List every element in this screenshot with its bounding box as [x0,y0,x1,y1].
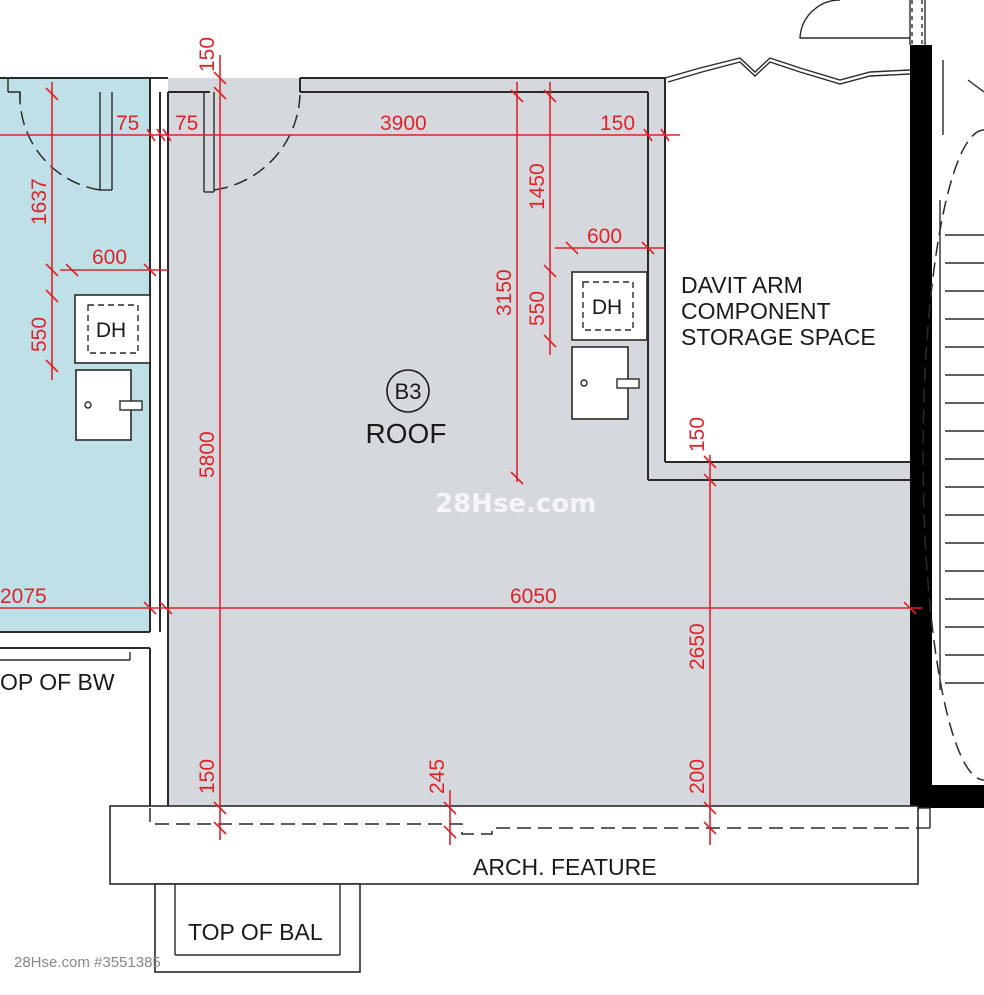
dim-1450: 1450 [526,163,549,210]
dim-3150: 3150 [493,269,516,316]
top-of-bw-label: OP OF BW [0,669,115,695]
arch-feature-label: ARCH. FEATURE [473,854,657,880]
room-labels: B3 ROOF DAVIT ARM COMPONENT STORAGE SPAC… [0,272,876,945]
dimension-lines [0,55,922,845]
top-of-bal-label: TOP OF BAL [188,919,323,945]
dim-150-right: 150 [600,112,635,135]
dim-150-bottom: 150 [196,759,219,794]
balcony-outline [154,883,361,973]
dim-600-left: 600 [92,246,127,269]
dim-150-top: 150 [196,37,219,72]
storage-line-1: DAVIT ARM [681,272,803,298]
dimension-labels: 150 75 75 3900 150 1637 600 550 1450 600… [0,37,709,794]
dim-550-right: 550 [526,291,549,326]
dh-left-label: DH [96,319,126,342]
dim-75-left: 75 [116,112,139,135]
meter-box-right [571,346,640,420]
watermark: 28Hse.com [435,489,596,519]
dh-box-right: DH [571,271,648,341]
dim-3900: 3900 [380,112,427,135]
dim-75-right: 75 [175,112,198,135]
dim-6050: 6050 [510,585,557,608]
roof-tag: B3 [395,379,422,404]
dim-2650: 2650 [686,623,709,670]
dim-150-mid: 150 [686,417,709,452]
arch-feature-outline [109,805,931,885]
dim-600-right: 600 [587,225,622,248]
dh-right-label: DH [592,296,622,319]
dh-box-left: DH [74,294,151,364]
footer-id: 28Hse.com #3551385 [14,954,161,971]
meter-box-left [75,369,143,441]
storage-space-fill [665,78,910,462]
dim-1637: 1637 [28,178,51,225]
storage-line-2: COMPONENT [681,298,831,324]
dim-5800: 5800 [196,431,219,478]
dim-2075: 2075 [0,585,47,608]
staircase [922,129,984,781]
dim-245: 245 [426,759,449,794]
storage-window [664,57,911,85]
dim-200: 200 [686,759,709,794]
roof-tag-circle [386,369,430,413]
storage-line-3: STORAGE SPACE [681,324,876,350]
roof-name: ROOF [366,418,447,449]
outer-wall [799,0,984,808]
dim-550-left: 550 [28,317,51,352]
